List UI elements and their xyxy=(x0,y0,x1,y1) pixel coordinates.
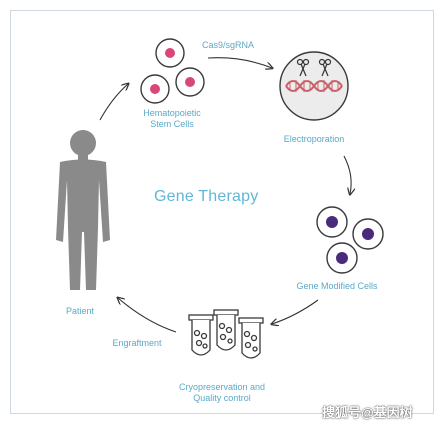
arrow-modified-to-cryo xyxy=(272,299,319,324)
arrow-patient-to-hsc xyxy=(99,84,128,121)
cryo-tube-icon xyxy=(188,314,214,356)
electroporation-cell-icon xyxy=(279,51,349,121)
label-cryo-line2: Quality control xyxy=(193,393,251,403)
label-hsc-line1: Hematopoietic xyxy=(143,108,201,118)
label-cryo: Cryopreservation and Quality control xyxy=(160,382,284,404)
watermark: 搜狐号@基因树 xyxy=(322,405,413,420)
label-cas9: Cas9/sgRNA xyxy=(202,40,255,50)
cryo-tubes xyxy=(188,309,264,359)
label-gene-modified: Gene Modified Cells xyxy=(296,281,378,291)
hsc-cells xyxy=(140,38,205,104)
diagram-title: Gene Therapy xyxy=(154,188,259,205)
label-patient: Patient xyxy=(65,306,95,316)
diagram-frame xyxy=(10,10,434,414)
stem-cell-icon xyxy=(140,74,170,104)
label-cryo-line1: Cryopreservation and xyxy=(178,382,266,392)
modified-cell-icon xyxy=(352,218,384,250)
label-electroporation: Electroporation xyxy=(283,134,345,144)
arrow-hsc-to-electroporation xyxy=(207,57,272,68)
cryo-tube-icon xyxy=(238,317,264,359)
label-engraftment: Engraftment xyxy=(112,338,162,348)
label-hsc: Hematopoietic Stem Cells xyxy=(122,108,222,130)
arrow-electroporation-to-modified xyxy=(343,155,351,194)
arrow-cryo-to-patient xyxy=(118,298,177,333)
scissors-icon xyxy=(296,58,310,77)
stem-cell-icon xyxy=(175,67,205,97)
scissors-icon xyxy=(318,58,332,77)
modified-cell-icon xyxy=(326,242,358,274)
cryo-tube-icon xyxy=(213,309,239,351)
stem-cell-icon xyxy=(155,38,185,68)
label-hsc-line2: Stem Cells xyxy=(150,119,194,129)
gene-modified-cells xyxy=(316,206,384,274)
patient-silhouette-icon xyxy=(56,130,110,290)
modified-cell-icon xyxy=(316,206,348,238)
